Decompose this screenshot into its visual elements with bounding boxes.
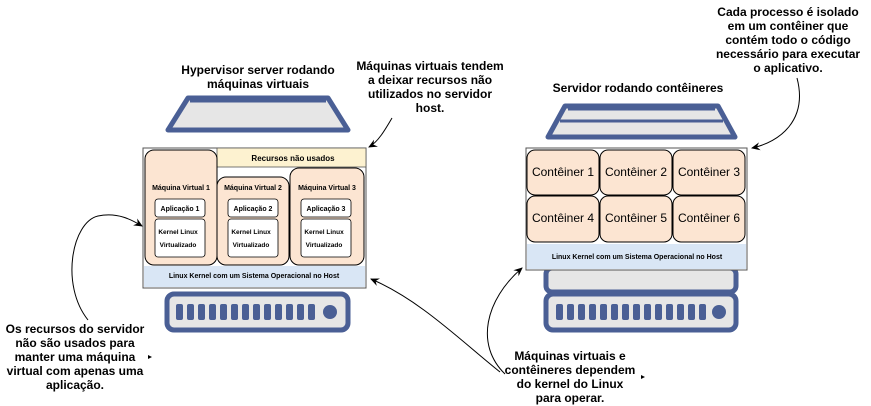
note-container-isolation: Cada processo é isolado em um contêiner … (716, 5, 860, 75)
left-title-line1: Hypervisor server rodando (181, 63, 334, 77)
right-title: Servidor rodando contêineres (553, 81, 724, 95)
vm-1-label: Máquina Virtual 1 (152, 185, 210, 192)
server-led (323, 305, 337, 319)
note-server-resources-line4: virtual com apenas uma (7, 364, 144, 378)
note-kernel-dependency-line1: Máquinas virtuais e (514, 349, 626, 363)
container-4-label: Contêiner 4 (532, 211, 594, 225)
small-marker-left (148, 355, 152, 359)
vm-2-app-label: Aplicação 2 (234, 206, 273, 213)
container-1-label: Contêiner 1 (532, 165, 594, 179)
container-6 (672, 195, 746, 243)
container-3 (672, 149, 746, 196)
note-vm-unused: Máquinas virtuais tendem a deixar recurs… (356, 59, 503, 115)
vm-1-kernel-line2: Virtualizado (160, 242, 197, 249)
container-server: Contêiner 1 Contêiner 2 Contêiner 3 Cont… (525, 103, 748, 333)
vm-2-kernel (227, 218, 279, 258)
arrow-to-left-kernel (370, 278, 501, 373)
note-vm-unused-line4: host. (416, 101, 445, 115)
server-vent-slots (556, 304, 706, 320)
note-container-isolation-line1: Cada processo é isolado (717, 5, 858, 19)
right-host-kernel-label: Linux Kernel com um Sistema Operacional … (552, 254, 723, 261)
note-container-isolation-line4: necessário para executar (716, 47, 860, 61)
vm-1-app (154, 198, 206, 218)
server-led (712, 305, 726, 319)
arrow-to-containers (751, 77, 800, 151)
note-container-isolation-line3: contém todo o código (725, 33, 850, 47)
note-kernel-dependency-line2: contêineres dependem (505, 363, 636, 377)
note-container-isolation-line5: o aplicativo. (753, 61, 822, 75)
server-vent-slots (176, 304, 315, 320)
vm-2-app (227, 198, 279, 218)
left-host-kernel-label: Linux Kernel com um Sistema Operacional … (169, 273, 340, 280)
vm-1-kernel (154, 218, 206, 258)
vm-1-kernel-line1: Kernel Linux (158, 229, 198, 236)
vm-3-kernel (300, 218, 352, 258)
small-marker-right (641, 375, 645, 379)
hypervisor-server: Recursos não usados Máquina Virtual 1 Ap… (142, 95, 367, 333)
vm-3-kernel-line1: Kernel Linux (304, 229, 344, 236)
server-bottom-chassis (543, 291, 739, 333)
vm-3-label: Máquina Virtual 3 (298, 185, 356, 192)
container-4 (526, 195, 600, 243)
container-3-label: Contêiner 3 (678, 165, 740, 179)
vm-2-label: Máquina Virtual 2 (224, 185, 282, 192)
note-server-resources: Os recursos do servidor não são usados p… (6, 322, 145, 392)
note-kernel-dependency: Máquinas virtuais e contêineres dependem… (505, 349, 636, 405)
server-top-chassis (165, 95, 351, 133)
note-vm-unused-line2: a deixar recursos não (368, 73, 492, 87)
note-vm-unused-line1: Máquinas virtuais tendem (356, 59, 503, 73)
connector-arrows (71, 77, 800, 375)
right-host-kernel (527, 244, 746, 269)
vm-2-kernel-line1: Kernel Linux (231, 229, 271, 236)
note-kernel-dependency-line3: do kernel do Linux (517, 377, 624, 391)
note-server-resources-line5: aplicação. (46, 378, 104, 392)
vm-1-app-label: Aplicação 1 (161, 206, 200, 213)
arrow-to-vm1 (71, 214, 143, 321)
container-6-label: Contêiner 6 (678, 211, 740, 225)
container-5-label: Contêiner 5 (605, 211, 667, 225)
note-server-resources-line2: não são usados para (15, 336, 135, 350)
note-server-resources-line1: Os recursos do servidor (6, 322, 145, 336)
note-vm-unused-line3: utilizados no servidor (368, 87, 492, 101)
vm-3-app (300, 198, 352, 218)
vm-3-app-label: Aplicação 3 (307, 206, 346, 213)
vm-3-kernel-line2: Virtualizado (306, 242, 343, 249)
arrow-to-unused (368, 117, 393, 148)
arrow-to-right-kernel (486, 267, 523, 375)
left-title-line2: máquinas virtuais (207, 77, 309, 91)
note-server-resources-line3: manter uma máquina (15, 350, 136, 364)
vm-2-kernel-line2: Virtualizado (233, 242, 270, 249)
note-container-isolation-line2: em um contêiner que (728, 19, 849, 33)
container-2 (599, 149, 673, 196)
note-kernel-dependency-line4: para operar. (536, 391, 605, 405)
server-middle-chassis (543, 265, 739, 295)
container-2-label: Contêiner 2 (605, 165, 667, 179)
container-1 (526, 149, 600, 196)
left-host-kernel (144, 266, 365, 287)
container-5 (599, 195, 673, 243)
unused-resources-label: Recursos não usados (251, 154, 335, 163)
